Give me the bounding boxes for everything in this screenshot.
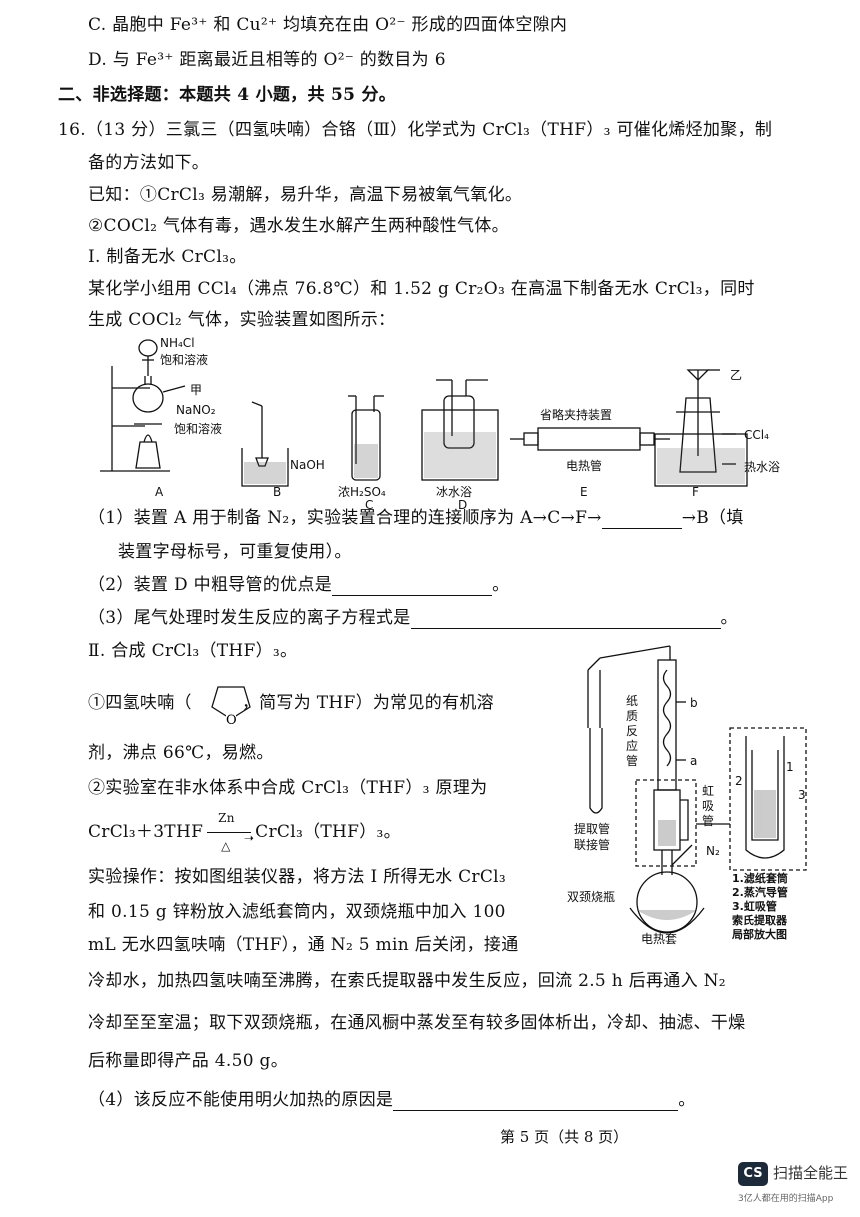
part-1-text: 某化学小组用 CCl₄（沸点 76.8℃）和 1.52 g Cr₂O₃ 在高温下… bbox=[88, 279, 755, 299]
operation-line-4: 冷却水，加热四氢呋喃至沸腾，在索氏提取器中发生反应，回流 2.5 h 后再通入 … bbox=[88, 971, 726, 991]
label-hot-bath: 热水浴 bbox=[744, 460, 781, 474]
question-1-text-end: →B（填 bbox=[681, 508, 744, 528]
period: 。 bbox=[492, 575, 510, 595]
part-2-heading: Ⅱ. 合成 CrCl₃（THF）₃。 bbox=[88, 641, 298, 661]
n2-label: N₂ bbox=[706, 844, 720, 858]
operation-line-6: 后称量即得产品 4.50 g。 bbox=[88, 1051, 289, 1071]
question-3-text: （3）尾气处理时发生反应的离子方程式是 bbox=[88, 608, 411, 628]
port-b-label: b bbox=[690, 696, 698, 710]
question-1-cont: 装置字母标号，可重复使用）。 bbox=[118, 542, 352, 562]
thf-text-b: ，简写为 THF）为常见的有机溶 bbox=[241, 693, 494, 713]
period: 。 bbox=[720, 608, 738, 628]
operation-line-5: 冷却至至室温；取下双颈烧瓶，在通风橱中蒸发至有较多固体析出，冷却、抽滤、干燥 bbox=[88, 1013, 746, 1033]
question-1: （1）装置 A 用于制备 N₂，实验装置合理的连接顺序为 A→C→F→ →B（填 bbox=[88, 507, 744, 529]
zoom-num-3: 3 bbox=[798, 788, 806, 802]
soxhlet-apparatus-diagram bbox=[587, 645, 807, 934]
label-nano2: NaNO₂ bbox=[176, 403, 216, 417]
camscanner-tagline: 3亿人都在用的扫描App bbox=[738, 1194, 834, 1204]
label-yi: 乙 bbox=[730, 368, 743, 382]
period: 。 bbox=[678, 1090, 696, 1110]
label-c: C bbox=[365, 498, 374, 512]
question-1-text: （1）装置 A 用于制备 N₂，实验装置合理的连接顺序为 A→C→F→ bbox=[88, 508, 602, 528]
label-d: D bbox=[458, 498, 468, 512]
label-clamp: 省略夹持装置 bbox=[540, 408, 613, 422]
equation-right: CrCl₃（THF）₃。 bbox=[255, 822, 401, 842]
extraction-tube-label: 提取管 bbox=[574, 822, 611, 836]
answer-blank-3[interactable] bbox=[410, 610, 721, 629]
apparatus-diagram bbox=[100, 339, 748, 487]
question-3: （3）尾气处理时发生反应的离子方程式是 。 bbox=[88, 607, 738, 629]
operation-line-1: 实验操作：按如图组装仪器，将方法 Ⅰ 所得无水 CrCl₃ bbox=[88, 867, 507, 887]
answer-blank-2[interactable] bbox=[332, 577, 493, 596]
label-naoh: NaOH bbox=[290, 458, 325, 472]
principle-line: ②实验室在非水体系中合成 CrCl₃（THF）₃ 原理为 bbox=[88, 778, 488, 798]
paper-tube-label: 纸质反应管 bbox=[626, 694, 639, 768]
question-16-stem: 16.（13 分）三氯三（四氢呋喃）合铬（Ⅲ）化学式为 CrCl₃（THF）₃ … bbox=[58, 120, 773, 140]
operation-line-2: 和 0.15 g 锌粉放入滤纸套筒内，双颈烧瓶中加入 100 bbox=[88, 902, 506, 922]
answer-blank-4[interactable] bbox=[393, 1092, 679, 1111]
thf-ring-structure: O bbox=[211, 686, 251, 728]
question-4: （4）该反应不能使用明火加热的原因是 。 bbox=[88, 1089, 696, 1111]
label-h2so4: 浓H₂SO₄ bbox=[338, 485, 386, 499]
part-1-heading: Ⅰ. 制备无水 CrCl₃。 bbox=[88, 247, 247, 267]
label-ice-bath: 冰水浴 bbox=[436, 485, 473, 499]
label-b: B bbox=[273, 485, 282, 499]
equation-left: CrCl₃＋3THF bbox=[88, 822, 204, 842]
zoom-num-2: 2 bbox=[735, 774, 743, 788]
thf-line: ①四氢呋喃（ ，简写为 THF）为常见的有机溶 bbox=[88, 692, 494, 714]
siphon-label: 虹吸管 bbox=[702, 784, 715, 828]
equation-catalyst: Zn bbox=[218, 811, 235, 825]
page-number: 第 5 页（共 8 页） bbox=[500, 1128, 629, 1146]
label-e: E bbox=[580, 485, 588, 499]
label-a: A bbox=[155, 485, 164, 499]
answer-blank-1[interactable] bbox=[601, 510, 682, 529]
camscanner-logo: CS bbox=[738, 1162, 768, 1186]
label-ccl4: CCl₄ bbox=[744, 428, 769, 442]
question-16-stem-cont: 备的方法如下。 bbox=[88, 153, 210, 173]
svg-text:O: O bbox=[226, 713, 237, 728]
port-a-label: a bbox=[690, 754, 698, 768]
flask-label: 双颈烧瓶 bbox=[567, 890, 616, 904]
thf-line-cont: 剂，沸点 66℃，易燃。 bbox=[88, 743, 274, 763]
known-fact-2: ②COCl₂ 气体有毒，遇水发生水解产生两种酸性气体。 bbox=[88, 216, 509, 236]
mantle-label: 电热套 bbox=[641, 932, 678, 946]
option-d: D. 与 Fe³⁺ 距离最近且相等的 O²⁻ 的数目为 6 bbox=[88, 50, 446, 70]
label-sat-solution-2: 饱和溶液 bbox=[174, 422, 223, 436]
part-1-text-cont: 生成 COCl₂ 气体，实验装置如图所示： bbox=[88, 310, 396, 330]
label-jia: 甲 bbox=[190, 383, 203, 397]
equation: CrCl₃＋3THF Zn ➝ △ CrCl₃（THF）₃。 bbox=[88, 811, 401, 853]
label-f: F bbox=[692, 485, 699, 499]
label-heating-tube: 电热管 bbox=[566, 459, 603, 473]
known-fact-1: 已知：①CrCl₃ 易潮解，易升华，高温下易被氧气氧化。 bbox=[88, 185, 523, 205]
section-heading: 二、非选择题：本题共 4 小题，共 55 分。 bbox=[58, 85, 397, 105]
question-2-text: （2）装置 D 中粗导管的优点是 bbox=[88, 575, 333, 595]
label-nh4cl: NH₄Cl bbox=[160, 336, 195, 350]
question-2: （2）装置 D 中粗导管的优点是 。 bbox=[88, 574, 509, 596]
operation-line-3: mL 无水四氢呋喃（THF），通 N₂ 5 min 后关闭，接通 bbox=[88, 935, 519, 955]
label-sat-solution-1: 饱和溶液 bbox=[160, 353, 209, 367]
camscanner-name: 扫描全能王 bbox=[773, 1164, 849, 1182]
connector-label: 联接管 bbox=[574, 838, 611, 852]
question-4-text: （4）该反应不能使用明火加热的原因是 bbox=[88, 1090, 394, 1110]
thf-text-a: ①四氢呋喃（ bbox=[88, 693, 192, 713]
option-c: C. 晶胞中 Fe³⁺ 和 Cu²⁺ 均填充在由 O²⁻ 形成的四面体空隙内 bbox=[88, 15, 568, 35]
zoom-num-1: 1 bbox=[786, 760, 794, 774]
equation-heat: △ bbox=[221, 839, 231, 853]
